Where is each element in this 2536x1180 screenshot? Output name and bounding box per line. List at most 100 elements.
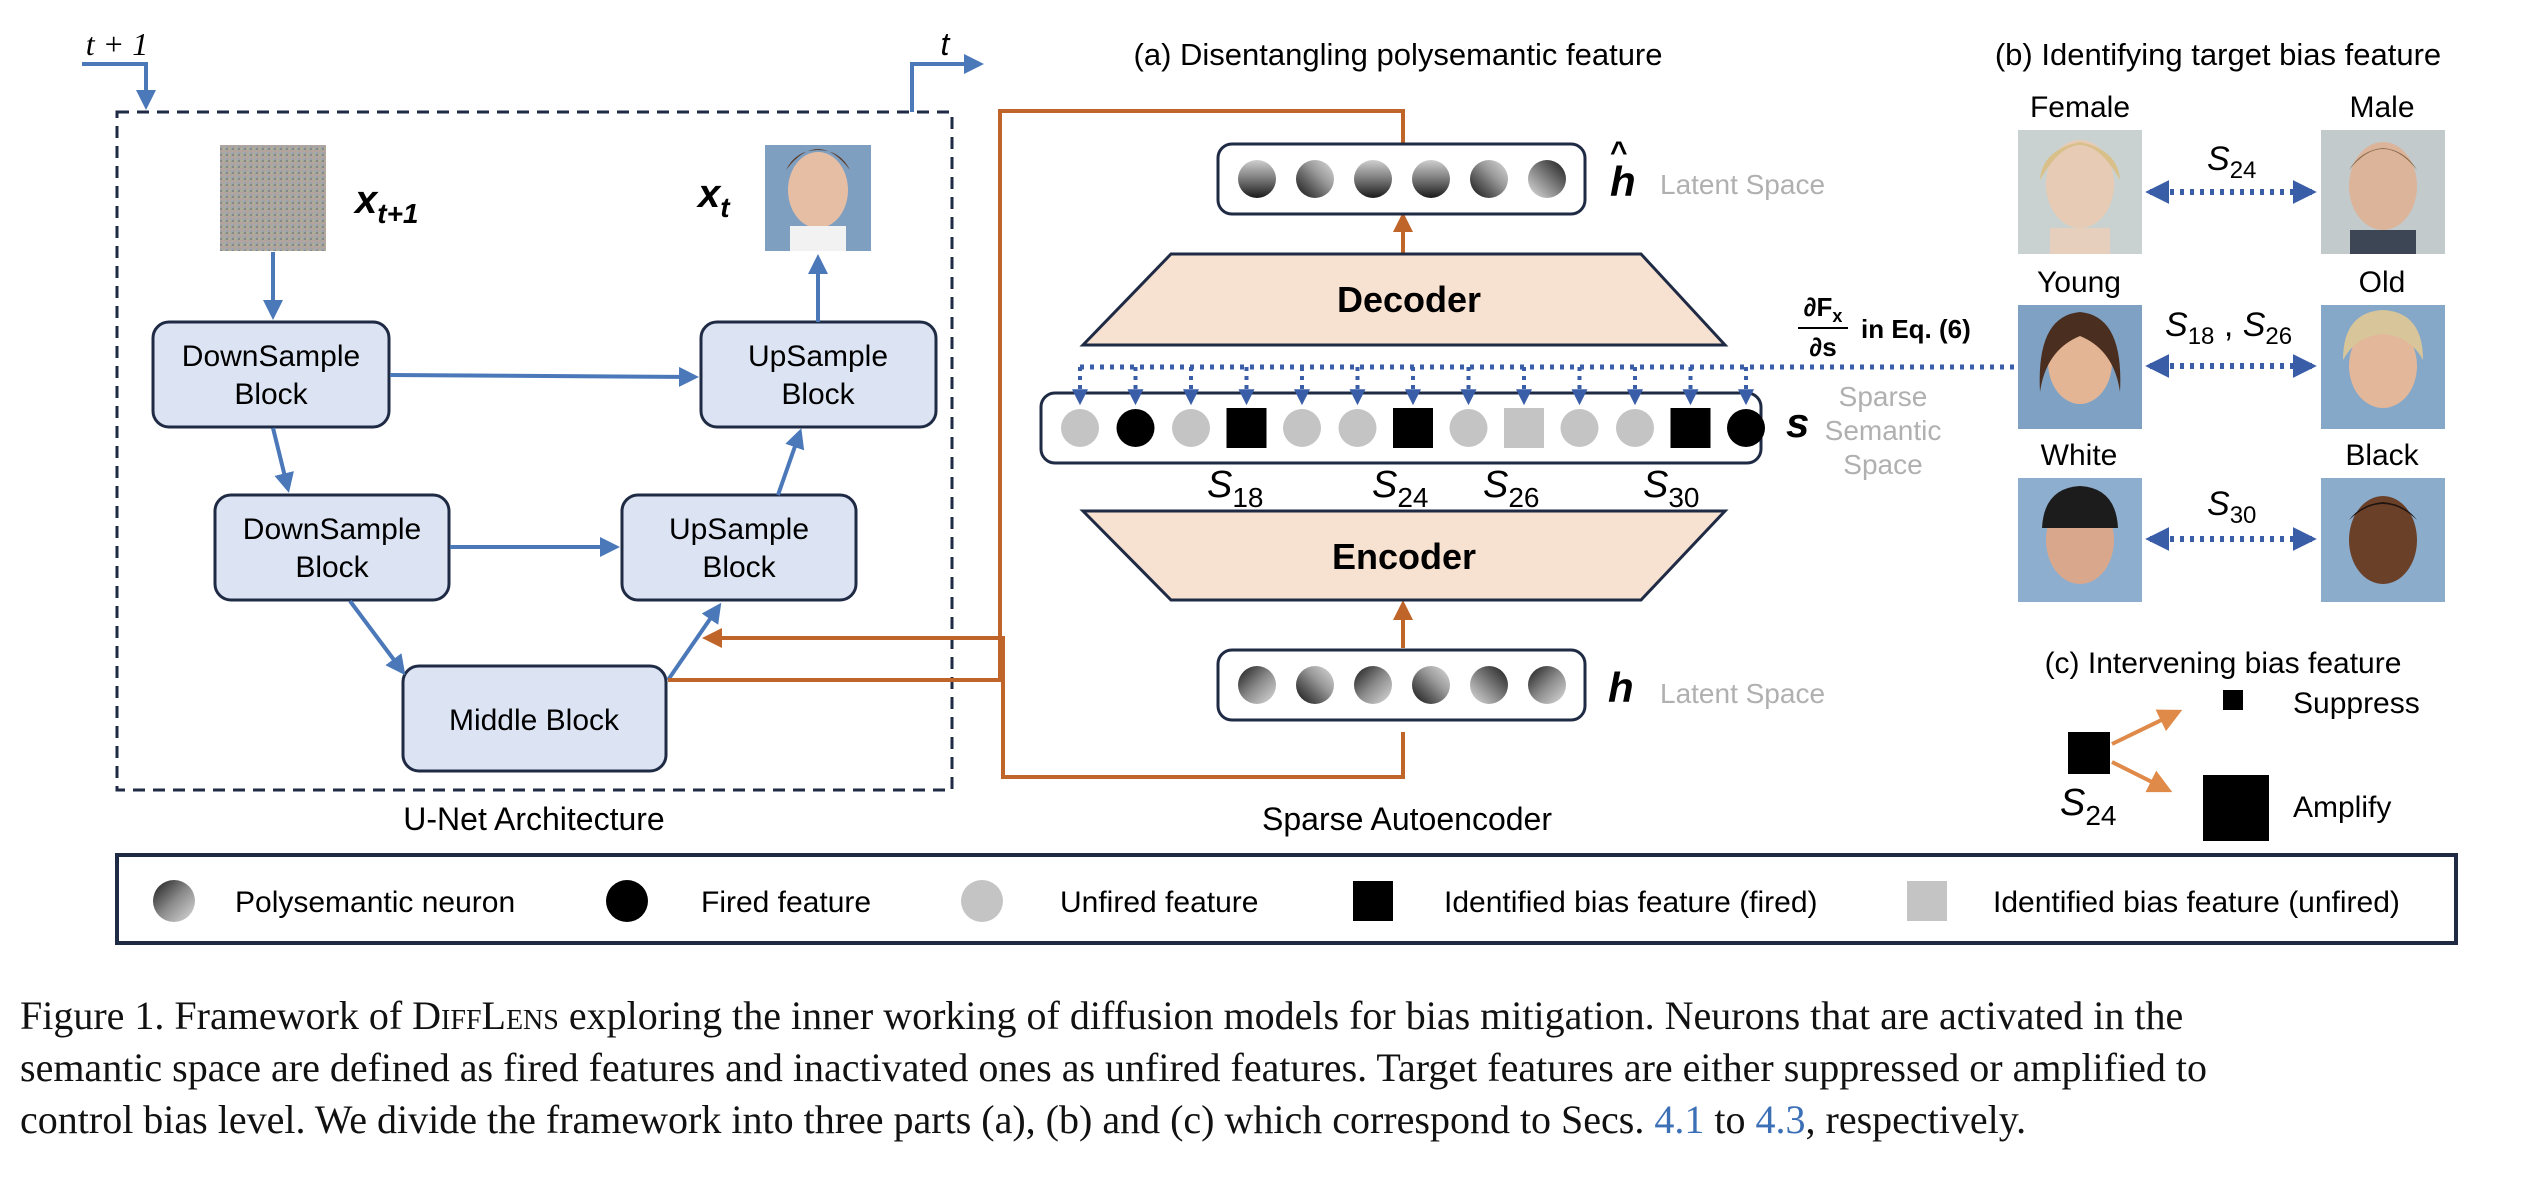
time-out-label: t [941, 26, 951, 62]
sae-label: Sparse Autoencoder [1262, 801, 1552, 837]
svg-text:Space: Space [1843, 449, 1922, 480]
svg-text:Block: Block [702, 551, 776, 584]
svg-text:Middle Block: Middle Block [449, 704, 620, 737]
feature-square [2068, 732, 2110, 774]
downsample-block-1: DownSample Block [151, 320, 391, 429]
label-white: White [2041, 439, 2118, 472]
gradient-label: ∂Fx ∂s in Eq. (6) [1798, 292, 1971, 362]
panel-a-title: (a) Disentangling polysemantic feature [1134, 37, 1663, 72]
polysemantic-neuron [1296, 160, 1334, 198]
sparse-feature-unfired [1283, 409, 1321, 447]
polysemantic-neuron [1528, 666, 1566, 704]
polysemantic-neuron [1238, 160, 1276, 198]
noisy-input-image [220, 145, 326, 251]
svg-text:Polysemantic neuron: Polysemantic neuron [235, 886, 515, 919]
sparse-feature-fired [1727, 409, 1765, 447]
polysemantic-neuron [1238, 666, 1276, 704]
upsample-block-1: UpSample Block [699, 320, 938, 429]
caption-line-1: Figure 1. Framework of DiffLens explorin… [20, 993, 2184, 1038]
svg-text:in Eq. (6): in Eq. (6) [1861, 314, 1971, 344]
sparse-feature-bias-fired [1393, 408, 1433, 448]
svg-text:Fired feature: Fired feature [701, 886, 871, 919]
link-label-female-male: S24 [2207, 140, 2256, 184]
unet-flow-arrows [263, 252, 828, 682]
amplify-square [2203, 775, 2269, 841]
bias-label-s30: S30 [1643, 464, 1700, 513]
sparse-feature-unfired [1172, 409, 1210, 447]
amplify-label: Amplify [2293, 791, 2391, 824]
svg-text:Block: Block [295, 551, 369, 584]
panel-c-title: (c) Intervening bias feature [2045, 647, 2402, 680]
time-in-arrow [82, 62, 156, 110]
h-latent-label: Latent Space [1660, 678, 1825, 709]
middle-block: Middle Block [401, 664, 668, 773]
face-young [2018, 305, 2142, 429]
svg-text:∂s: ∂s [1809, 332, 1836, 362]
pair-link-labels: S24 S18 , S26 S30 [2165, 140, 2292, 529]
face-white [2018, 478, 2142, 602]
unet-dashed-border [115, 110, 954, 792]
svg-text:UpSample: UpSample [748, 340, 888, 373]
polysemantic-neuron [1412, 666, 1450, 704]
svg-text:Semantic: Semantic [1825, 415, 1942, 446]
panel-b: (b) Identifying target bias feature Fema… [1995, 37, 2445, 602]
label-old: Old [2359, 266, 2406, 299]
intervention-arrows [2111, 709, 2183, 793]
time-in-label: t + 1 [86, 26, 148, 62]
svg-text:Block: Block [781, 378, 855, 411]
output-face-image [765, 145, 871, 251]
svg-text:DownSample: DownSample [243, 513, 421, 546]
encoder: Encoder [1079, 509, 1729, 602]
label-male: Male [2349, 91, 2414, 124]
svg-text:DownSample: DownSample [182, 340, 360, 373]
sparse-feature-fired [1116, 409, 1155, 447]
output-x-label: xt [696, 172, 731, 223]
bias-label-s18: S18 [1207, 464, 1264, 513]
ref-sec-4-3[interactable]: 4.3 [1755, 1097, 1806, 1142]
label-black: Black [2345, 439, 2419, 472]
caption-line-2: semantic space are defined as fired feat… [20, 1045, 2207, 1090]
feature-label-s24: S24 [2060, 782, 2117, 831]
sparse-feature-bias-unfired [1504, 408, 1544, 448]
sparse-feature-unfired [1560, 409, 1599, 447]
ref-sec-4-1[interactable]: 4.1 [1654, 1097, 1705, 1142]
pair-links [2145, 180, 2317, 551]
polysemantic-neuron [1412, 160, 1450, 198]
sparse-feature-unfired [1449, 409, 1488, 447]
svg-text:Sparse: Sparse [1839, 381, 1928, 412]
framework-name: DiffLens [412, 993, 559, 1038]
sparse-feature-unfired [1616, 409, 1654, 447]
sparse-feature-unfired [1338, 409, 1377, 447]
legend-item-unfired: Unfired feature [961, 880, 1258, 922]
link-label-young-old: S18 , S26 [2165, 306, 2292, 350]
legend: Polysemantic neuron Fired feature Unfire… [115, 853, 2458, 945]
panel-a: (a) Disentangling polysemantic feature h… [1039, 37, 2020, 837]
h-hat-neurons [1238, 160, 1566, 198]
svg-text:UpSample: UpSample [669, 513, 809, 546]
suppress-label: Suppress [2293, 687, 2420, 720]
time-out-arrow [910, 54, 984, 112]
svg-text:Identified bias feature (unfir: Identified bias feature (unfired) [1993, 886, 2400, 919]
svg-text:Encoder: Encoder [1332, 536, 1476, 577]
panel-c: (c) Intervening bias feature Suppress Am… [2045, 647, 2420, 841]
sparse-feature-bias-fired [1670, 408, 1711, 448]
link-label-white-black: S30 [2207, 485, 2256, 529]
legend-item-polysemantic: Polysemantic neuron [153, 880, 515, 922]
label-young: Young [2037, 266, 2121, 299]
polysemantic-neuron [1354, 160, 1392, 198]
downsample-block-2: DownSample Block [213, 493, 451, 602]
decoder: Decoder [1079, 252, 1729, 347]
sparse-feature-bias-fired [1226, 408, 1267, 448]
h-hat-latent-label: Latent Space [1660, 169, 1825, 200]
h-label: h [1608, 664, 1634, 711]
label-female: Female [2030, 91, 2130, 124]
polysemantic-neuron [1354, 666, 1392, 704]
legend-item-bias-unfired: Identified bias feature (unfired) [1907, 881, 2400, 921]
suppress-square [2223, 690, 2243, 710]
caption-line-3: control bias level. We divide the framew… [20, 1097, 2027, 1142]
bias-feature-labels: S18 S24 S26 S30 [1207, 464, 1700, 513]
legend-item-fired: Fired feature [606, 880, 871, 922]
svg-text:Decoder: Decoder [1337, 279, 1481, 320]
input-x-label: xt+1 [353, 178, 419, 229]
